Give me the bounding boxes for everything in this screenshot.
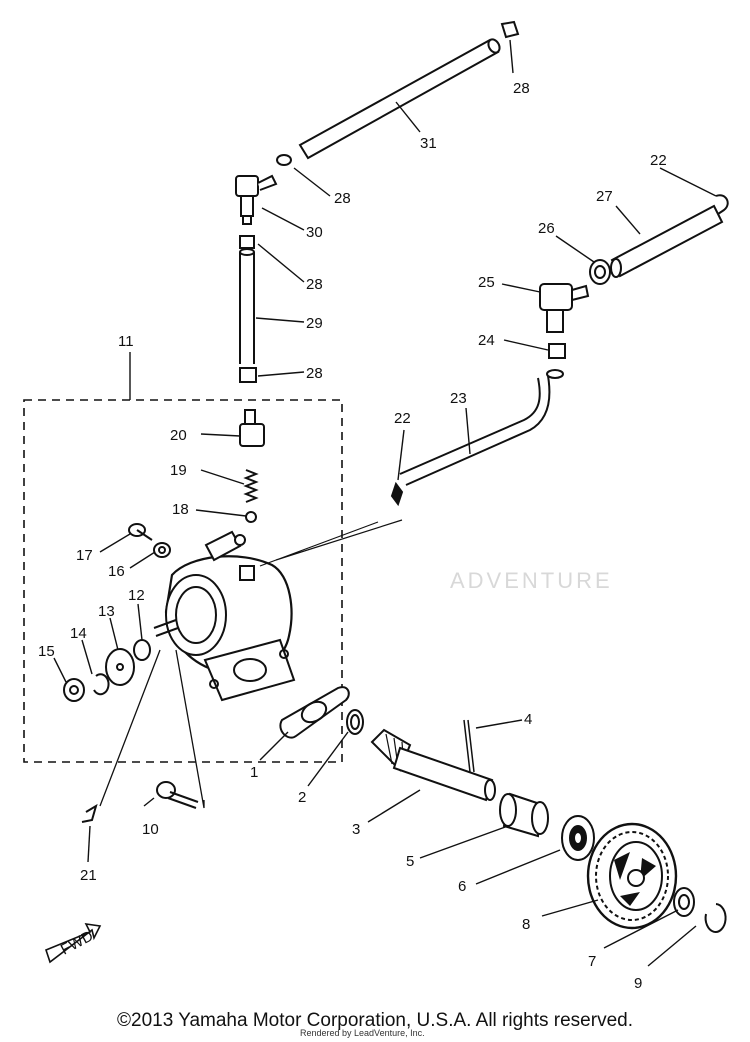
fitting-25 (539, 283, 590, 333)
callout-9: 9 (634, 975, 642, 992)
ball-18 (245, 511, 257, 523)
callout-8: 8 (522, 916, 530, 933)
o-ring-2 (346, 709, 364, 735)
assembly-box (23, 399, 343, 763)
callout-28-hose: 28 (334, 190, 351, 207)
gear-8 (586, 822, 678, 930)
washer-7 (673, 887, 695, 917)
clamp-26 (589, 259, 611, 285)
callout-15: 15 (38, 643, 55, 660)
callout-19: 19 (170, 462, 187, 479)
clamp-28-top (500, 20, 520, 39)
callout-28-upper: 28 (306, 276, 323, 293)
pipe-29 (239, 248, 255, 364)
washer-16 (153, 542, 171, 558)
clamp-28-lower (239, 367, 257, 383)
callout-11: 11 (118, 333, 134, 350)
callout-22-lower: 22 (394, 410, 411, 427)
callout-16: 16 (108, 563, 125, 580)
callout-10: 10 (142, 821, 159, 838)
callout-20: 20 (170, 427, 187, 444)
callout-24: 24 (478, 332, 495, 349)
washer-14 (93, 673, 110, 696)
shim-12 (133, 639, 151, 661)
clip-22-upper (715, 194, 729, 215)
clamp-28-hose-end (276, 154, 292, 166)
fitting-20 (239, 409, 265, 447)
bolt-17 (128, 523, 153, 541)
plate-13 (105, 648, 135, 686)
spring-19 (243, 469, 259, 503)
callout-29: 29 (306, 315, 323, 332)
fwd-arrow (45, 922, 102, 964)
callout-5: 5 (406, 853, 414, 870)
callout-18: 18 (172, 501, 189, 518)
clip-21 (81, 803, 98, 823)
oil-pump-body (164, 530, 296, 702)
hose-27 (610, 204, 724, 278)
callout-27: 27 (596, 188, 613, 205)
nut-15 (63, 678, 85, 702)
callout-28-lower: 28 (306, 365, 323, 382)
copyright-notice: ©2013 Yamaha Motor Corporation, U.S.A. A… (117, 1010, 633, 1031)
callout-17: 17 (76, 547, 93, 564)
bearing-6 (561, 815, 595, 861)
hose-31 (298, 38, 501, 160)
callout-7: 7 (588, 953, 596, 970)
callout-3: 3 (352, 821, 360, 838)
collar-5 (499, 792, 549, 838)
callout-28-top: 28 (513, 80, 530, 97)
callout-6: 6 (458, 878, 466, 895)
watermark-text: ADVENTURE (450, 568, 613, 593)
circlip-9 (704, 903, 727, 933)
banjo-fitting-30 (235, 174, 278, 225)
pin-4 (463, 719, 475, 773)
hose-23 (399, 369, 564, 486)
bolt-10 (156, 781, 199, 809)
callout-14: 14 (70, 625, 87, 642)
callout-labels: 28 31 28 30 28 29 28 11 20 19 18 17 16 1… (38, 80, 667, 992)
clamp-28-upper (239, 235, 255, 249)
clip-22-lower (390, 481, 404, 507)
leader-lines (53, 39, 717, 967)
callout-13: 13 (98, 603, 115, 620)
callout-26: 26 (538, 220, 555, 237)
callout-12: 12 (128, 587, 145, 604)
callout-2: 2 (298, 789, 306, 806)
callout-30: 30 (306, 224, 323, 241)
callout-23: 23 (450, 390, 467, 407)
fwd-label: FWD (58, 927, 96, 958)
nut-24 (548, 343, 566, 359)
gasket-1 (279, 686, 350, 739)
callout-4: 4 (524, 711, 532, 728)
callout-31: 31 (420, 135, 437, 152)
callout-1: 1 (250, 764, 258, 781)
callout-21: 21 (80, 867, 97, 884)
rendered-by-note: Rendered by LeadVenture, Inc. (300, 1028, 425, 1038)
pump-drive-shaft-3 (370, 728, 496, 802)
callout-22-upper: 22 (650, 152, 667, 169)
callout-25: 25 (478, 274, 495, 291)
